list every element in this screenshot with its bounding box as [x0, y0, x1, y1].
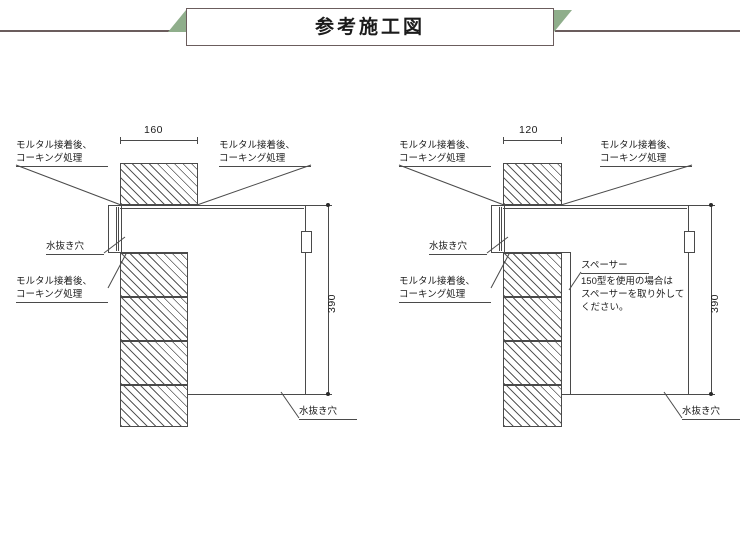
dim-label-right-390: 390 — [709, 293, 721, 313]
handle-tab-left — [301, 231, 312, 253]
leader-mortar-upper-right-right — [560, 164, 693, 206]
ribbon-right-triangle — [554, 10, 572, 32]
handle-tab-right — [684, 231, 695, 253]
jamb-line-b-left — [118, 207, 119, 251]
jamb-line-a-right — [499, 207, 500, 251]
page-title: 参考施工図 — [314, 16, 425, 38]
spacer-strip-right — [570, 252, 571, 395]
body-top-inner-right — [503, 208, 687, 209]
leader-drain-hole-bottom-right — [663, 391, 683, 419]
wall-course-1-right — [503, 253, 562, 297]
label-spacer-title: スペーサー — [581, 259, 649, 274]
dim-label-left-160: 160 — [144, 124, 164, 136]
wall-course-3-left — [120, 341, 188, 385]
ribbon-left-triangle — [168, 10, 186, 32]
dim-ext-left-390-top — [306, 205, 332, 206]
label-mortar-mid-right: モルタル接着後、 コーキング処理 — [399, 275, 491, 303]
label-drain-hole-bottom-left: 水抜き穴 — [299, 405, 357, 420]
jamb-outer-right — [491, 205, 505, 253]
dim-ext-right-390-bot — [689, 394, 715, 395]
wall-course-3-right — [503, 341, 562, 385]
body-shelf-right — [503, 252, 571, 253]
ribbon-rule-left — [0, 30, 185, 32]
dim-ext-right-390-top — [689, 205, 715, 206]
wall-course-4-left — [120, 385, 188, 427]
label-mortar-upper-right-right: モルタル接着後、 コーキング処理 — [600, 139, 692, 167]
body-shelf-left — [120, 252, 188, 253]
dim-dot-right-390-bot — [709, 392, 713, 396]
label-mortar-mid-left: モルタル接着後、 コーキング処理 — [16, 275, 108, 303]
dim-line-left-160 — [120, 140, 198, 141]
label-drain-hole-left: 水抜き穴 — [46, 240, 104, 255]
label-spacer-note: 150型を使用の場合は スペーサーを取り外して ください。 — [581, 276, 685, 313]
wall-block-upper-right — [503, 163, 562, 205]
title-banner: 参考施工図 — [186, 8, 554, 46]
wall-course-2-left — [120, 297, 188, 341]
wall-course-2-right — [503, 297, 562, 341]
dim-dot-left-390-bot — [326, 392, 330, 396]
jamb-outer-left — [108, 205, 122, 253]
leader-mortar-upper-left — [15, 164, 122, 206]
label-mortar-upper-right-left: モルタル接着後、 コーキング処理 — [219, 139, 311, 167]
ribbon-rule-right — [555, 30, 740, 32]
dim-line-right-390 — [711, 205, 712, 395]
label-drain-hole-right: 水抜き穴 — [429, 240, 487, 255]
dim-line-left-390 — [328, 205, 329, 395]
label-drain-hole-bottom-right: 水抜き穴 — [682, 405, 740, 420]
leader-drain-hole-bottom-left — [280, 391, 300, 419]
dim-line-right-120 — [503, 140, 562, 141]
leader-mortar-upper-right-left — [196, 164, 312, 206]
jamb-line-a-left — [116, 207, 117, 251]
label-mortar-upper-left-right: モルタル接着後、 コーキング処理 — [399, 139, 491, 167]
wall-block-upper-left — [120, 163, 198, 205]
wall-course-4-right — [503, 385, 562, 427]
dim-label-left-390: 390 — [326, 293, 338, 313]
wall-course-1-left — [120, 253, 188, 297]
dim-dot-right-390-top — [709, 203, 713, 207]
jamb-line-b-right — [501, 207, 502, 251]
leader-mortar-upper-left-right — [398, 164, 505, 206]
body-top-inner-left — [120, 208, 304, 209]
dim-dot-left-390-top — [326, 203, 330, 207]
dim-label-right-120: 120 — [519, 124, 539, 136]
label-mortar-upper-left: モルタル接着後、 コーキング処理 — [16, 139, 108, 167]
dim-ext-left-390-bot — [306, 394, 332, 395]
